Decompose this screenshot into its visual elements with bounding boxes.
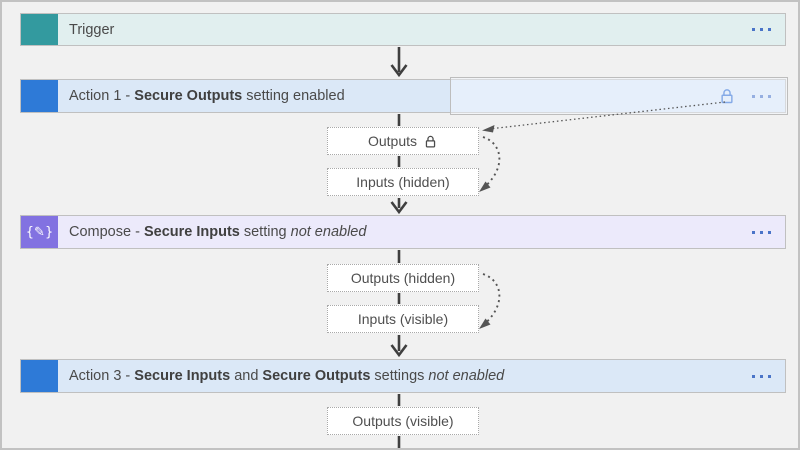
- compose-more-options-button[interactable]: [746, 225, 785, 240]
- action-1-label-bold: Secure Outputs: [134, 88, 243, 104]
- compose-label-bold: Secure Inputs: [143, 224, 240, 240]
- outputs-hidden-label: Outputs (hidden): [350, 270, 456, 286]
- outputs-secured-label: Outputs: [367, 133, 418, 149]
- lock-icon: [425, 135, 436, 148]
- ellipsis-icon: [760, 28, 763, 31]
- trigger-label-text: Trigger: [69, 21, 115, 38]
- action-3-node[interactable]: Action 3 - Secure Inputs and Secure Outp…: [20, 359, 786, 393]
- inputs-hidden-box: Inputs (hidden): [327, 168, 479, 196]
- action-3-label-bold: Secure Inputs: [134, 368, 231, 384]
- action-1-label-text: Action 1 -: [69, 88, 135, 104]
- compose-label-italic: not enabled: [290, 224, 367, 240]
- ellipsis-icon: [760, 230, 763, 234]
- dotted-arrow-outputs-to-inputs-1: [479, 136, 501, 192]
- ellipsis-icon: [760, 374, 763, 378]
- action-1-icon: [21, 80, 58, 112]
- ellipsis-icon: [768, 374, 771, 378]
- action-3-icon: [21, 360, 58, 392]
- action-3-label-text: settings: [370, 368, 429, 384]
- trigger-node[interactable]: Trigger: [20, 13, 786, 46]
- action-1-label-text: setting enabled: [242, 88, 345, 104]
- action-3-more-options-button[interactable]: [746, 369, 785, 384]
- arrow-to-action3: [390, 335, 408, 358]
- action-1-node[interactable]: Action 1 - Secure Outputs setting enable…: [20, 77, 788, 115]
- outputs-visible-label: Outputs (visible): [352, 413, 454, 429]
- ellipsis-icon: [768, 230, 771, 234]
- ellipsis-icon: [752, 374, 755, 378]
- dotted-arrow-outputs-to-inputs-2: [479, 273, 501, 329]
- action-1-label: Action 1 - Secure Outputs setting enable…: [69, 88, 345, 104]
- trigger-more-options-button[interactable]: [746, 22, 785, 37]
- outputs-secured-box: Outputs: [327, 127, 479, 155]
- action-3-label-text: and: [230, 368, 263, 384]
- compose-label-text: Compose -: [69, 224, 144, 240]
- inputs-visible-box: Inputs (visible): [327, 305, 479, 333]
- ellipsis-icon: [768, 94, 771, 98]
- action-3-label-text: Action 3 -: [69, 368, 135, 384]
- action-1-more-options-button[interactable]: [746, 89, 785, 104]
- secure-outputs-highlight-box: [450, 77, 788, 115]
- compose-label: Compose - Secure Inputs setting not enab…: [69, 224, 366, 240]
- ellipsis-icon: [752, 28, 755, 31]
- action-3-label: Action 3 - Secure Inputs and Secure Outp…: [69, 368, 504, 384]
- outputs-hidden-box: Outputs (hidden): [327, 264, 479, 292]
- arrow-to-compose: [390, 198, 408, 215]
- compose-node[interactable]: {✎} Compose - Secure Inputs setting not …: [20, 215, 786, 249]
- outputs-visible-box: Outputs (visible): [327, 407, 479, 435]
- ellipsis-icon: [752, 230, 755, 234]
- action-3-label-bold: Secure Outputs: [262, 368, 371, 384]
- trigger-label: Trigger: [69, 22, 114, 38]
- action-3-label-italic: not enabled: [428, 368, 505, 384]
- trigger-icon: [21, 14, 58, 45]
- inputs-visible-label: Inputs (visible): [357, 311, 449, 327]
- ellipsis-icon: [752, 94, 755, 98]
- ellipsis-icon: [768, 28, 771, 31]
- compose-label-text: setting: [239, 224, 291, 240]
- secure-outputs-lock-icon: [718, 87, 736, 105]
- compose-icon: {✎}: [21, 216, 58, 248]
- inputs-hidden-label: Inputs (hidden): [356, 174, 450, 190]
- arrow-trigger-to-action1: [390, 47, 408, 78]
- ellipsis-icon: [760, 94, 763, 98]
